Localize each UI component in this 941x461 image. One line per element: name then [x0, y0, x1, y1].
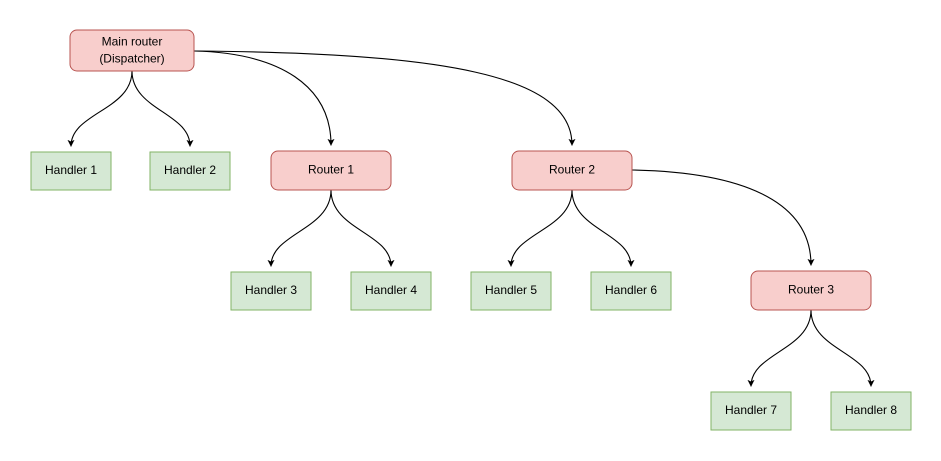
handler-1-shape[interactable]	[30, 151, 112, 191]
edge-router-2-to-router-3	[631, 169, 815, 266]
node-handler-6[interactable]: Handler 6	[590, 271, 672, 311]
edge-router-3-to-handler-7	[747, 309, 812, 387]
handler-4-shape[interactable]	[350, 271, 432, 311]
node-router-3[interactable]: Router 3	[750, 270, 872, 311]
handler-6-shape[interactable]	[590, 271, 672, 311]
edge-router-2-to-handler-6	[571, 189, 635, 267]
router-2-shape[interactable]	[511, 150, 633, 191]
node-handler-8[interactable]: Handler 8	[830, 391, 912, 431]
edge-router-1-to-handler-3	[267, 189, 332, 267]
handler-2-shape[interactable]	[149, 151, 231, 191]
nodes-layer: Main router(Dispatcher) Handler 1 Handler …	[30, 29, 912, 431]
edges-layer	[67, 50, 875, 387]
router-1-shape[interactable]	[270, 150, 392, 191]
node-handler-4[interactable]: Handler 4	[350, 271, 432, 311]
node-handler-5[interactable]: Handler 5	[470, 271, 552, 311]
router-3-shape[interactable]	[750, 270, 872, 311]
handler-3-shape[interactable]	[230, 271, 312, 311]
main-router-shape[interactable]	[69, 29, 195, 72]
edge-router-2-to-handler-5	[507, 189, 573, 267]
handler-7-shape[interactable]	[710, 391, 792, 431]
node-router-1[interactable]: Router 1	[270, 150, 392, 191]
node-router-2[interactable]: Router 2	[511, 150, 633, 191]
edge-main-to-handler-2	[131, 70, 194, 147]
edge-main-to-router-1	[193, 50, 335, 146]
edge-main-to-router-2	[193, 50, 576, 146]
node-main-router[interactable]: Main router(Dispatcher)	[69, 29, 195, 72]
node-handler-2[interactable]: Handler 2	[149, 151, 231, 191]
node-handler-1[interactable]: Handler 1	[30, 151, 112, 191]
node-handler-3[interactable]: Handler 3	[230, 271, 312, 311]
edge-router-1-to-handler-4	[330, 189, 395, 267]
edge-router-3-to-handler-8	[810, 309, 875, 387]
edge-main-to-handler-1	[67, 70, 133, 147]
handler-8-shape[interactable]	[830, 391, 912, 431]
node-handler-7[interactable]: Handler 7	[710, 391, 792, 431]
handler-5-shape[interactable]	[470, 271, 552, 311]
